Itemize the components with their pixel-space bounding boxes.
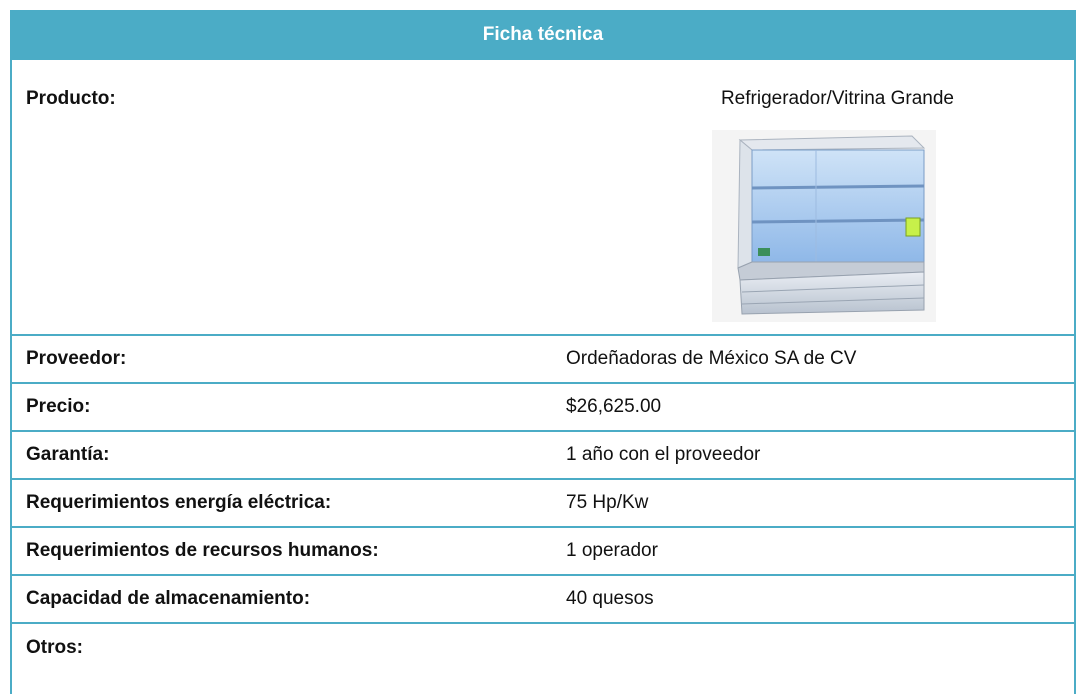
spec-value: 75 Hp/Kw bbox=[566, 492, 649, 513]
spec-label: Proveedor: bbox=[26, 348, 127, 369]
refrigerator-display-case-icon bbox=[712, 130, 936, 322]
spec-value: 40 quesos bbox=[566, 588, 654, 609]
sheet-title-bar: Ficha técnica bbox=[12, 10, 1074, 60]
spec-row-capacidad: Capacidad de almacenamiento: 40 quesos bbox=[12, 576, 1074, 624]
spec-row-precio: Precio: $26,625.00 bbox=[12, 384, 1074, 432]
product-row: Producto: Refrigerador/Vitrina Grande bbox=[12, 60, 1074, 336]
spec-value: 1 año con el proveedor bbox=[566, 444, 761, 465]
spec-sheet: Ficha técnica Producto: Refrigerador/Vit… bbox=[10, 10, 1076, 694]
spec-label: Requerimientos energía eléctrica: bbox=[26, 492, 332, 513]
spec-value: $26,625.00 bbox=[566, 396, 662, 417]
spec-row-proveedor: Proveedor: Ordeñadoras de México SA de C… bbox=[12, 336, 1074, 384]
spec-row-energia: Requerimientos energía eléctrica: 75 Hp/… bbox=[12, 480, 1074, 528]
spec-label: Capacidad de almacenamiento: bbox=[26, 588, 311, 609]
spec-label: Otros: bbox=[26, 637, 83, 658]
product-label: Producto: bbox=[26, 88, 116, 109]
spec-value: Ordeñadoras de México SA de CV bbox=[566, 348, 857, 369]
product-value: Refrigerador/Vitrina Grande bbox=[720, 88, 954, 109]
spec-row-recursos-humanos: Requerimientos de recursos humanos: 1 op… bbox=[12, 528, 1074, 576]
product-image bbox=[712, 130, 936, 322]
spec-value: 1 operador bbox=[566, 540, 658, 561]
spec-label: Precio: bbox=[26, 396, 91, 417]
spec-row-garantia: Garantía: 1 año con el proveedor bbox=[12, 432, 1074, 480]
spec-row-otros: Otros: bbox=[12, 624, 1074, 672]
sheet-title: Ficha técnica bbox=[482, 24, 604, 45]
spec-label: Garantía: bbox=[26, 444, 110, 465]
spec-label: Requerimientos de recursos humanos: bbox=[26, 540, 379, 561]
